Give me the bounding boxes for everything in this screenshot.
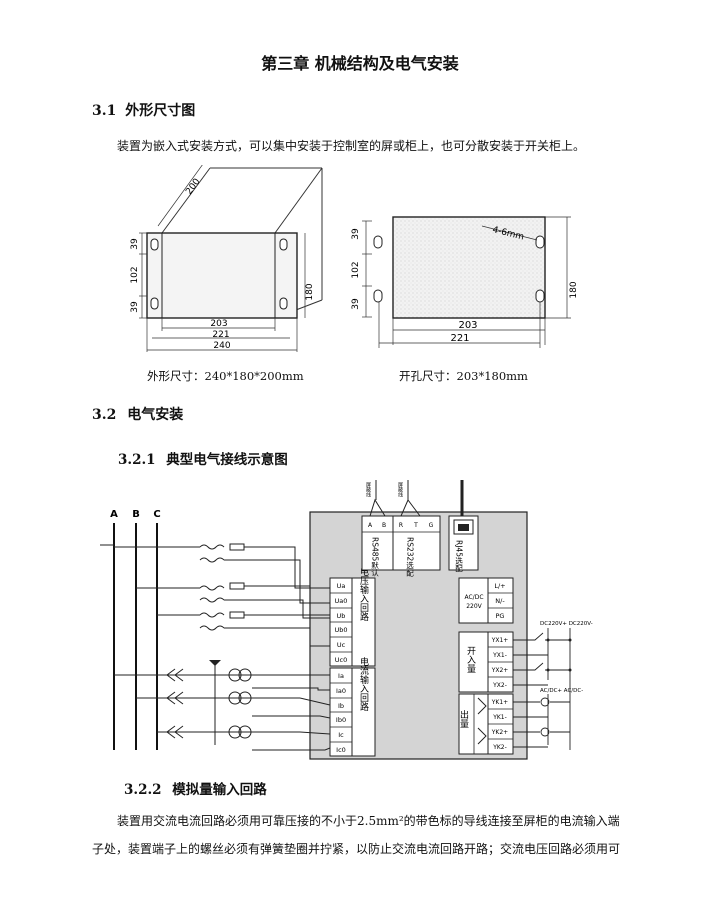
terminal-uc0: Uc0 (335, 656, 347, 664)
cutout-top-dimension: 39 (351, 228, 361, 240)
mid-hole-dimension: 102 (130, 266, 140, 283)
terminal-pg: PG (496, 612, 505, 620)
terminal-n: N/- (495, 597, 505, 605)
binary-output-label: 出量 (458, 709, 469, 728)
section-title: 模拟量输入回路 (172, 782, 267, 798)
terminal-yk1-minus: YK1- (492, 714, 507, 721)
section-3-2-2-para-line1: 装置用交流电流回路必须用可靠压接的不小于2.5mm²的带色标的导线连接至屏柜的电… (117, 814, 620, 828)
terminal-ua0: Ua0 (335, 597, 348, 605)
section-title: 典型电气接线示意图 (166, 452, 288, 468)
current-input-label: 电流输入回路 (358, 656, 369, 712)
terminal-uc: Uc (337, 641, 346, 649)
terminal-ua: Ua (337, 582, 346, 590)
top-hole-dimension: 39 (130, 238, 140, 250)
rs232-pin-g: G (429, 522, 434, 529)
section-title: 电气安装 (127, 407, 184, 423)
phase-a-label: A (110, 509, 118, 520)
cutout-width-203: 203 (458, 320, 477, 331)
depth-dimension: 200 (184, 177, 202, 197)
rs485-label: RS485默认 (370, 537, 379, 577)
section-3-2-2-heading: 3.2.2 模拟量输入回路 (124, 778, 267, 798)
rs232-pin-r: R (399, 522, 403, 529)
height-dimension: 180 (305, 283, 315, 300)
section-3-1-heading: 3.1 外形尺寸图 (92, 100, 195, 120)
cutout-mid-dimension: 102 (351, 261, 361, 278)
section-number: 3.2.1 (118, 452, 156, 468)
terminal-ic: Ic (338, 731, 344, 739)
terminal-yx2-minus: YX2- (492, 682, 507, 689)
terminal-ib: Ib (338, 702, 344, 710)
binary-input-label: 开入量 (465, 646, 476, 673)
rs485-shield-label: 屏蔽线 (365, 482, 371, 497)
wiring-diagram: A B C (100, 480, 593, 760)
terminal-ib0: Ib0 (336, 716, 346, 724)
terminal-yx2-plus: YX2+ (491, 667, 509, 674)
cutout-width-221: 221 (450, 333, 469, 344)
terminal-ub0: Ub0 (334, 626, 347, 634)
terminal-ia: Ia (338, 672, 344, 680)
terminal-yk2-plus: YK2+ (491, 729, 508, 736)
section-3-1-intro: 装置为嵌入式安装方式，可以集中安装于控制室的屏或柜上，也可分散安装于开关柜上。 (117, 139, 586, 153)
outline-dimension-figure: 200 39 102 39 180 203 221 240 (130, 165, 323, 352)
width-203-dimension: 203 (210, 319, 227, 329)
rs232-label: RS232选配 (405, 537, 414, 577)
rs232-pin-t: T (413, 522, 418, 529)
cutout-height-dimension: 180 (569, 281, 579, 298)
terminal-ic0: Ic0 (336, 746, 346, 754)
terminal-ub: Ub (337, 612, 346, 620)
terminal-yx1-plus: YX1+ (491, 637, 509, 644)
section-3-2-2-para-line2: 子处，装置端子上的螺丝必须有弹簧垫圈并拧紧，以防止交流电流回路开路；交流电压回路… (92, 842, 621, 856)
width-240-dimension: 240 (213, 341, 230, 351)
acdc-supply-label: AC/DC+ AC/DC- (540, 688, 583, 694)
cutout-caption: 开孔尺寸：203*180mm (399, 369, 528, 383)
outline-caption: 外形尺寸：240*180*200mm (147, 369, 304, 383)
terminal-l: L/+ (494, 582, 505, 590)
phase-c-label: C (153, 509, 160, 520)
chapter-title: 第三章 机械结构及电气安装 (261, 54, 459, 73)
section-title: 外形尺寸图 (125, 103, 196, 119)
cutout-dimension-figure: 39 102 39 180 203 221 4-6mm (351, 216, 579, 348)
terminal-yk1-plus: YK1+ (491, 699, 508, 706)
bottom-hole-dimension: 39 (130, 301, 140, 313)
width-221-dimension: 221 (212, 330, 229, 340)
section-3-2-1-heading: 3.2.1 典型电气接线示意图 (118, 448, 288, 468)
power-type-label: AC/DC (464, 594, 483, 601)
rs232-shield-label: 屏蔽线 (397, 482, 403, 497)
voltage-input-label: 电压输入回路 (358, 566, 369, 622)
rj45-label: RJ45选配 (454, 540, 463, 573)
terminal-yk2-minus: YK2- (492, 744, 507, 751)
rs485-pin-a: A (368, 522, 373, 529)
cutout-bottom-dimension: 39 (351, 298, 361, 310)
power-voltage-label: 220V (466, 603, 482, 610)
rs485-pin-b: B (382, 522, 386, 529)
terminal-yx1-minus: YX1- (492, 652, 507, 659)
section-number: 3.2 (92, 407, 117, 423)
section-3-2-heading: 3.2 电气安装 (92, 404, 183, 424)
phase-b-label: B (132, 509, 140, 520)
section-number: 3.2.2 (124, 782, 162, 798)
section-number: 3.1 (92, 103, 117, 119)
dc-supply-label: DC220V+ DC220V- (540, 621, 593, 627)
terminal-ia0: Ia0 (336, 687, 346, 695)
